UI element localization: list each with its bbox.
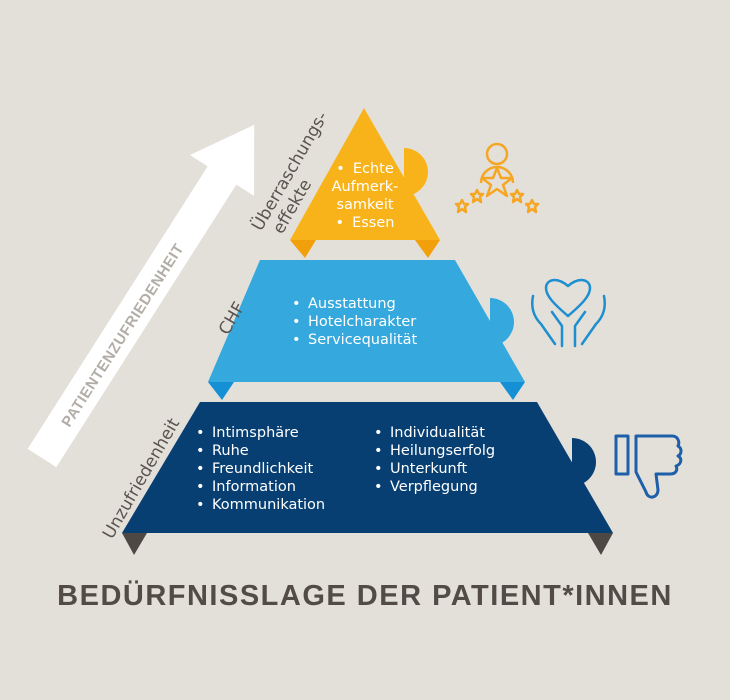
list-item: Ruhe: [194, 442, 325, 460]
list-item-cont: samkeit: [320, 196, 410, 214]
list-item: Kommunikation: [194, 496, 325, 514]
bottom-level-list-right: Individualität Heilungserfolg Unterkunft…: [372, 424, 495, 496]
list-item: Verpflegung: [372, 478, 495, 496]
top-level-list: Echte Aufmerk- samkeit Essen: [320, 160, 410, 232]
list-item: Essen: [320, 214, 410, 232]
list-item: Heilungserfolg: [372, 442, 495, 460]
list-item: Individualität: [372, 424, 495, 442]
bottom-level-list-left: Intimsphäre Ruhe Freundlichkeit Informat…: [194, 424, 325, 514]
person-stars-icon: [454, 142, 540, 214]
arrow-label: PATIENTENZUFRIEDENHEIT: [58, 241, 187, 430]
list-item: Information: [194, 478, 325, 496]
list-item: Servicequalität: [290, 331, 417, 349]
list-item: Ausstattung: [290, 295, 417, 313]
list-item-text: Aufmerk-: [331, 179, 399, 195]
list-item: Unterkunft: [372, 460, 495, 478]
list-item-cont: Aufmerk-: [320, 178, 410, 196]
middle-level-list: Ausstattung Hotelcharakter Servicequalit…: [290, 295, 417, 349]
list-item: Echte: [320, 160, 410, 178]
list-item-text: samkeit: [336, 197, 394, 213]
thumbs-down-icon: [614, 434, 683, 499]
list-item: Intimsphäre: [194, 424, 325, 442]
hands-heart-icon: [531, 278, 606, 348]
list-item: Freundlichkeit: [194, 460, 325, 478]
diagram-title: BEDÜRFNISSLAGE DER PATIENT*INNEN: [57, 580, 673, 612]
list-item: Hotelcharakter: [290, 313, 417, 331]
